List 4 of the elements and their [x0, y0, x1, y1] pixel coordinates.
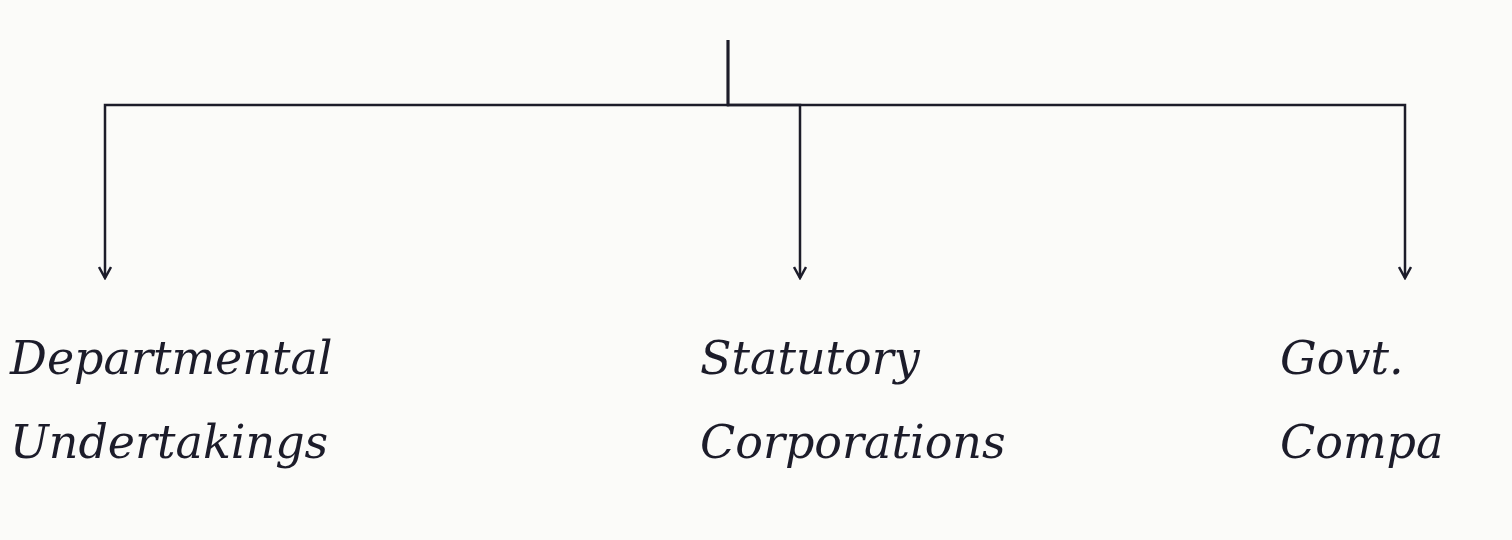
- arrow: [726, 40, 1413, 280]
- category-label: Departmental Undertakings: [10, 330, 334, 471]
- category-label: Govt. Compa: [1280, 330, 1445, 471]
- category-label: Statutory Corporations: [700, 330, 1007, 471]
